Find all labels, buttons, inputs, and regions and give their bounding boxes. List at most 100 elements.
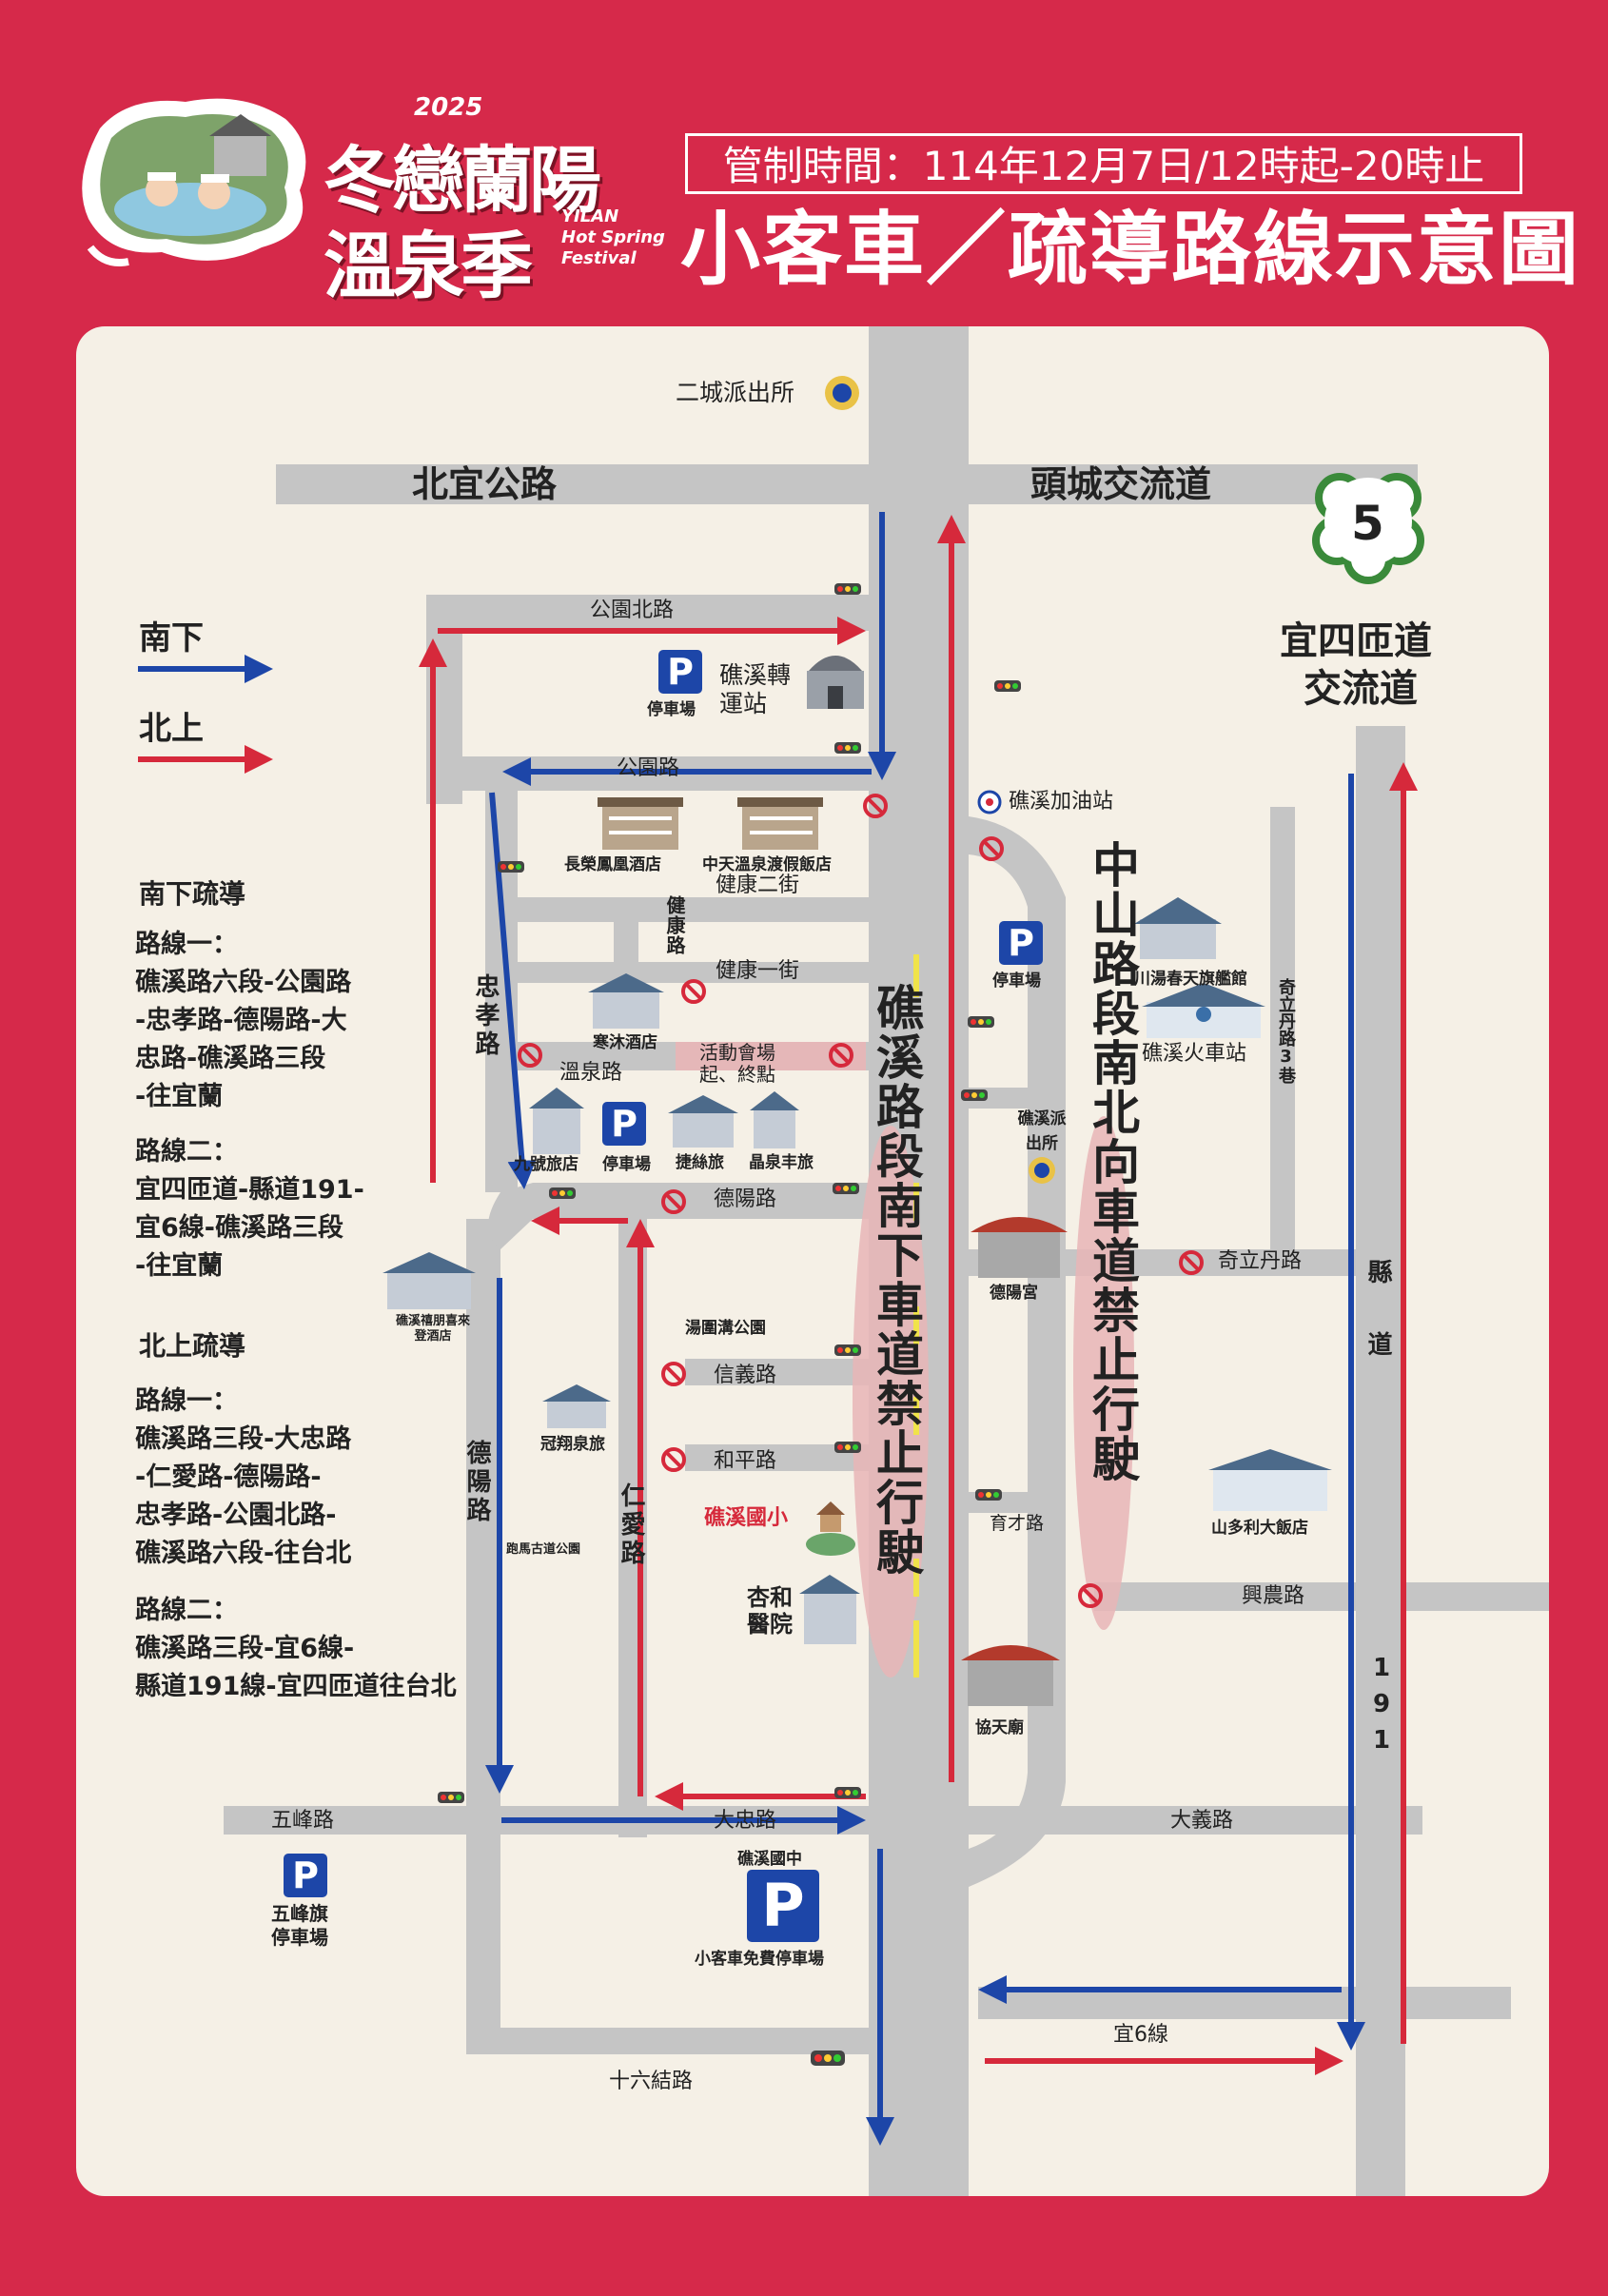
festival-logo-illustration [71, 90, 319, 276]
south-route2-title: 路線二： [135, 1137, 238, 1167]
place-transit-station: 礁溪轉運站 [719, 661, 792, 717]
place-deyang-temple: 德陽宮 [990, 1284, 1038, 1303]
hotel-chuantang-building [1134, 897, 1222, 959]
place-gas-station: 礁溪加油站 [1009, 790, 1114, 814]
road-network [138, 326, 1549, 2196]
ban-text-jiaoxi: 礁溪路段南下車道禁止行駛 [869, 983, 924, 1577]
road-zhongxiao [485, 774, 518, 1192]
brand-en-3: Festival [561, 248, 637, 268]
legend-north-label: 北上 [139, 710, 204, 748]
hotel-jielin-building [668, 1095, 738, 1148]
place-saimu: 寒沐酒店 [593, 1033, 657, 1052]
brand-en-1: YILAN [561, 206, 619, 226]
place-train-station: 礁溪火車站 [1142, 1042, 1247, 1066]
road-deyang-v [466, 1219, 500, 2047]
no-entry-icon [979, 836, 1004, 861]
brand-en-2: Hot Spring [561, 227, 665, 247]
road-label-beiyi: 北宜公路 [412, 463, 558, 505]
ban-zone-zhongshan [1073, 1116, 1134, 1630]
place-parking-wufeng-2: 停車場 [271, 1926, 328, 1949]
gas-station-icon [977, 790, 1002, 814]
no-entry-icon [1179, 1250, 1204, 1275]
place-chuantang: 川湯春天旗艦館 [1134, 970, 1247, 989]
road-label-wenquan: 溫泉路 [559, 1061, 623, 1085]
road-zhongshan [969, 816, 1066, 1887]
hotel-saimu-building [588, 973, 664, 1029]
road-label-toucheng: 頭城交流道 [1030, 463, 1212, 505]
no-entry-icon [518, 1043, 542, 1068]
road-xingnong [1094, 1582, 1549, 1611]
school-jiaoxi-building [806, 1501, 855, 1556]
no-entry-icon [681, 979, 706, 1004]
parking-icon: P [602, 1102, 646, 1146]
place-event-venue: 活動會場 [699, 1041, 775, 1064]
north-route1-line: 礁溪路六段-往台北 [135, 1539, 352, 1568]
interchange-label-2: 交流道 [1304, 667, 1418, 711]
legend-south-label: 南下 [139, 619, 204, 657]
north-route2-line: 縣道191線-宜四匝道往台北 [135, 1672, 457, 1701]
police-ercheng-badge [825, 376, 859, 410]
north-routes-title: 北上疏導 [139, 1330, 246, 1362]
road-label-heping: 和平路 [714, 1449, 777, 1473]
train-station-building [1142, 983, 1265, 1038]
interchange-number: 5 [1351, 496, 1384, 551]
place-free-parking: 小客車免費停車場 [695, 1950, 824, 1969]
road-label-xinyi: 信義路 [714, 1364, 777, 1387]
temple-xietian-building [961, 1645, 1060, 1706]
hotel-shandoli-building [1208, 1449, 1332, 1511]
place-guanxiang: 冠翔泉旅 [540, 1435, 605, 1454]
interchange-shield [1312, 473, 1424, 584]
place-paoma: 跑馬古道公園 [506, 1542, 581, 1557]
north-route1-line: -仁愛路-德陽路- [135, 1462, 322, 1492]
temple-deyang-building [971, 1217, 1068, 1278]
south-route1-line: -忠孝路-德陽路-大 [135, 1006, 347, 1035]
road-label-jiankang: 健康路 [663, 895, 686, 955]
place-event-venue-2: 起、終點 [699, 1063, 775, 1086]
place-tangweigou: 湯圍溝公園 [685, 1319, 766, 1338]
no-entry-icon [863, 794, 888, 818]
road-label-deyang-v: 德陽路 [462, 1440, 491, 1525]
parking-icon: P [999, 921, 1043, 965]
south-route1-line: 礁溪路六段-公園路 [135, 968, 352, 997]
page-title: 小客車／疏導路線示意圖 [680, 203, 1581, 296]
south-route1-title: 路線一： [135, 930, 238, 959]
road-label-county-num: 191 [1367, 1654, 1396, 1762]
road-beiyi [276, 464, 1418, 504]
road-county-191 [1356, 726, 1405, 2196]
police-jiaoxi-badge [1029, 1157, 1055, 1184]
south-route1-line: 忠路-礁溪路三段 [135, 1044, 326, 1073]
building-icons [382, 376, 1332, 1706]
hotel-zhongtian-building [737, 797, 823, 850]
road-label-jiankang2: 健康二街 [716, 873, 800, 897]
interchange-label-1: 宜四匝道 [1280, 619, 1432, 663]
place-xietian: 協天廟 [975, 1718, 1024, 1737]
road-label-qilidan-lane: 奇立丹路3巷 [1276, 978, 1296, 1084]
hotel-laiyi-building [382, 1252, 476, 1309]
transit-station-building [807, 656, 864, 709]
road-label-county: 縣道 [1363, 1259, 1392, 1403]
hotel-jingquan-building [750, 1091, 799, 1148]
festival-brand: 2025 冬戀蘭陽 溫泉季 YILAN Hot Spring Festival [324, 93, 666, 308]
road-label-shiliujie: 十六結路 [609, 2070, 694, 2093]
north-route1-title: 路線一： [135, 1386, 238, 1416]
parking-icon: P [658, 650, 702, 694]
route-map: P P P P P 北宜公路 頭城交流道 公園北路 公園路 健康二街 健康一街 … [76, 326, 1549, 2196]
road-qilidan-lane [1270, 807, 1295, 1273]
parking-icon-free: P [747, 1870, 819, 1942]
no-entry-icon [661, 1447, 686, 1472]
lane-markers [913, 954, 919, 1678]
road-label-dayi: 大義路 [1170, 1809, 1234, 1833]
road-label-gongyuan: 公園路 [617, 756, 680, 780]
southbound-arrows [485, 512, 1365, 2146]
road-shiliujie [466, 2028, 875, 2054]
south-routes-title: 南下疏導 [139, 878, 246, 910]
road-jiankang2 [514, 897, 875, 922]
hotel-jiuhao-building [529, 1088, 584, 1154]
north-route1-line: 礁溪路三段-大忠路 [135, 1424, 352, 1454]
place-jielin: 捷絲旅 [676, 1153, 724, 1172]
south-route2-line: -往宜蘭 [135, 1251, 224, 1281]
place-jingquan: 晶泉丰旅 [749, 1153, 814, 1172]
place-xinghe-2: 醫院 [747, 1611, 793, 1638]
road-gongyuan-north [426, 595, 873, 631]
road-xinyi [685, 1359, 875, 1385]
